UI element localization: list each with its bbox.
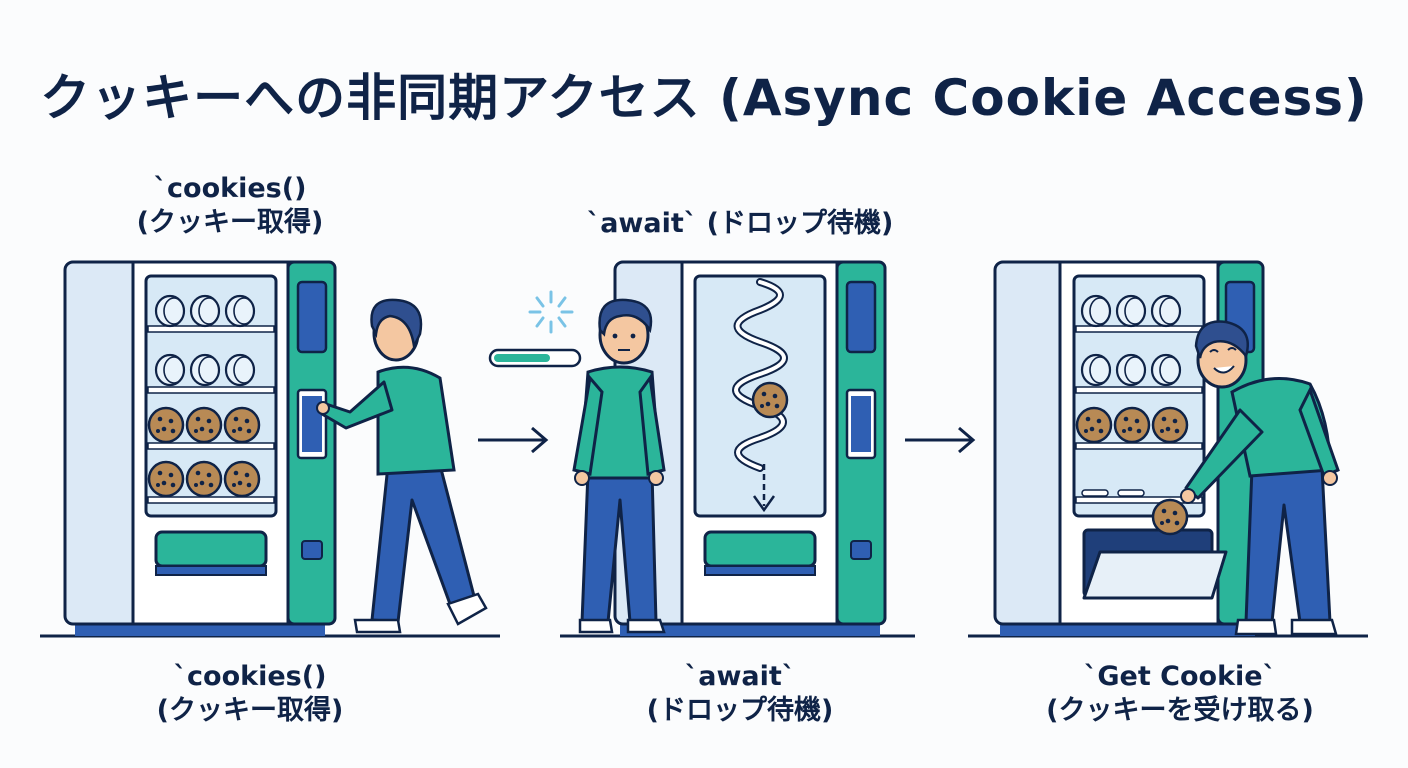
panel1-top-caption: `cookies() (クッキー取得) [80,172,380,240]
page-title: クッキーへの非同期アクセス (Async Cookie Access) [40,69,1368,127]
vending-machine-1 [63,260,337,636]
panel3-bottom-label-1: `Get Cookie` [1083,661,1277,692]
arrow-right-icon [905,426,976,454]
person-pressing-button [316,298,488,634]
panel2-top-caption: `await` (ドロップ待機) [530,207,950,241]
panel1-top-label-1: `cookies() [153,173,307,204]
vending-machine-2 [613,260,887,636]
panel2-bottom-caption: `await` (ドロップ待機) [590,660,890,728]
panel3-bottom-label-2: (クッキーを受け取る) [1046,695,1314,726]
loading-spinner-icon [528,290,574,334]
progress-bar [488,348,582,368]
panel1-bottom-label-2: (クッキー取得) [156,695,344,726]
panel2-bottom-label-2: (ドロップ待機) [646,695,834,726]
panel3-bottom-caption: `Get Cookie` (クッキーを受け取る) [1010,660,1350,728]
person-waiting [572,298,666,634]
panel1-bottom-caption: `cookies() (クッキー取得) [100,660,400,728]
person-taking-cookie [1151,320,1340,636]
panel2-top-label: `await` (ドロップ待機) [586,208,894,239]
arrow-right-icon [478,426,549,454]
panel1-top-label-2: (クッキー取得) [136,207,324,238]
panel1-bottom-label-1: `cookies() [173,661,327,692]
panel2-bottom-label-1: `await` [684,661,796,692]
